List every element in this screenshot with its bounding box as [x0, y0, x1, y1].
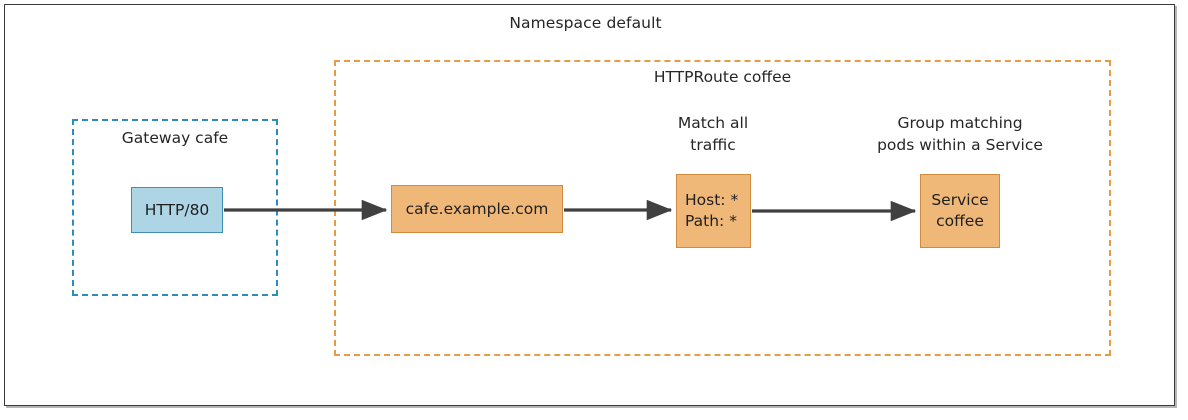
node-route-match-path: Path: * — [685, 212, 737, 230]
node-route-match-host: Host: * — [685, 191, 739, 210]
node-gateway-listener-label: HTTP/80 — [144, 200, 210, 219]
service-caption-line1: Group matching — [897, 114, 1023, 132]
node-hostname[interactable]: cafe.example.com — [391, 185, 563, 233]
node-route-match[interactable]: Host: * Path: * — [676, 174, 751, 248]
gateway-frame — [72, 119, 278, 296]
match-caption: Match all traffic — [643, 112, 783, 157]
httproute-title: HTTPRoute coffee — [653, 68, 792, 86]
httproute-frame — [334, 60, 1111, 356]
node-backend-service-name: coffee — [936, 212, 984, 230]
gateway-title: Gateway cafe — [121, 129, 229, 147]
match-caption-line1: Match all — [677, 114, 749, 132]
service-caption: Group matching pods within a Service — [868, 112, 1052, 157]
node-backend-service[interactable]: Service coffee — [920, 174, 1000, 248]
node-backend-service-kind: Service — [931, 191, 989, 210]
node-hostname-label: cafe.example.com — [405, 199, 549, 218]
node-gateway-listener[interactable]: HTTP/80 — [131, 187, 223, 233]
namespace-title: Namespace default — [509, 14, 662, 32]
match-caption-line2: traffic — [690, 136, 736, 155]
service-caption-line2: pods within a Service — [877, 136, 1043, 155]
